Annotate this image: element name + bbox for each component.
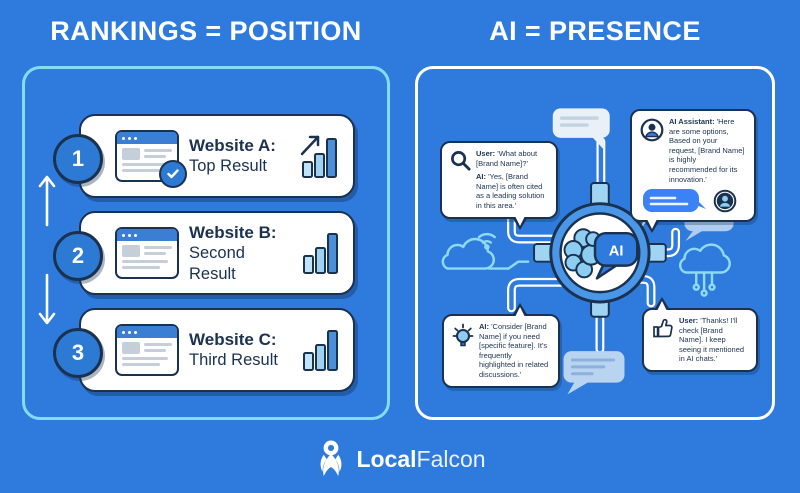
- decorative-chat-bubble: [552, 108, 610, 151]
- bubble-text: AI: 'Yes, [Brand Name] is often cited as…: [476, 172, 545, 210]
- ai-hub: AI: [549, 202, 651, 304]
- brand-name: LocalFalcon: [356, 446, 485, 473]
- bar-chart-icon: [303, 330, 338, 371]
- chat-bubble-user-thanks: User: 'Thanks! I'll check [Brand Name]. …: [642, 297, 758, 372]
- circuit-line: [487, 260, 530, 270]
- wifi-icon: [481, 240, 493, 244]
- ai-presence-panel: AI User: 'What about [Brand Name]?' AI: …: [415, 66, 775, 420]
- chat-bubble-user-question: User: 'What about [Brand Name]?' AI: 'Ye…: [440, 141, 558, 230]
- website-name: Website C:: [189, 330, 277, 349]
- bar-chart-icon: [303, 233, 338, 274]
- circuit-icon: [692, 271, 716, 297]
- right-title: AI = PRESENCE: [489, 16, 701, 46]
- bubble-text: User: 'What about [Brand Name]?': [476, 149, 538, 168]
- ai-chat-bubble-icon: AI: [593, 231, 639, 280]
- website-result: Top Result: [189, 157, 267, 175]
- brand-name-light: Falcon: [416, 445, 486, 472]
- brand-name-bold: Local: [356, 445, 417, 472]
- browser-window-icon: [115, 130, 187, 188]
- website-name: Website B:: [189, 222, 277, 242]
- lightbulb-icon: [452, 323, 474, 347]
- rank-number-3: 3: [53, 328, 103, 378]
- check-icon: [159, 160, 187, 188]
- ai-hub-label: AI: [609, 243, 624, 259]
- browser-titlebar: [117, 229, 177, 241]
- magnifier-icon: [451, 151, 471, 171]
- website-result: Second Result: [189, 243, 245, 283]
- bubble-text: User: 'Thanks! I'll check [Brand Name]. …: [679, 316, 745, 364]
- decorative-chat-bubble: [563, 351, 625, 395]
- rankings-panel: 1 2 3 Website A: Top Result: [22, 66, 390, 420]
- ai-network-scene: AI: [441, 108, 734, 395]
- rising-bar-chart-icon: [300, 135, 337, 178]
- rank-number-2: 2: [53, 231, 103, 281]
- wifi-icon: [477, 232, 496, 239]
- up-down-arrows-icon: [38, 175, 56, 325]
- user-avatar-dark-icon: [713, 189, 737, 213]
- website-result: Third Result: [189, 351, 278, 369]
- browser-titlebar: [117, 326, 177, 338]
- rank-card-website-c: Website C: Third Result: [79, 308, 355, 392]
- browser-window-icon: [115, 227, 179, 279]
- browser-titlebar: [117, 132, 177, 144]
- rank-number-1: 1: [53, 134, 103, 184]
- brand-footer: LocalFalcon: [0, 438, 800, 480]
- bubble-text: AI: 'Consider [Brand Name] if you need […: [479, 322, 549, 379]
- cloud-icon: [678, 243, 731, 274]
- ai-message-bubble-icon: [643, 189, 706, 213]
- rank-card-website-a: Website A: Top Result: [79, 114, 355, 198]
- rank-card-website-b: Website B: Second Result: [79, 211, 355, 295]
- user-avatar-icon: [640, 118, 664, 142]
- chat-bubble-ai-assistant: AI Assistant: 'Here are some options, Ba…: [630, 109, 756, 234]
- left-title: RANKINGS = POSITION: [50, 16, 362, 46]
- chat-bubble-ai-suggestion: AI: 'Consider [Brand Name] if you need […: [442, 303, 560, 388]
- website-name: Website A:: [189, 136, 276, 155]
- cloud-icon: [441, 237, 496, 270]
- thumbs-up-icon: [653, 318, 673, 338]
- browser-window-icon: [115, 324, 179, 376]
- bubble-text: AI Assistant: 'Here are some options, Ba…: [669, 117, 745, 184]
- localfalcon-logo-icon: [320, 440, 342, 476]
